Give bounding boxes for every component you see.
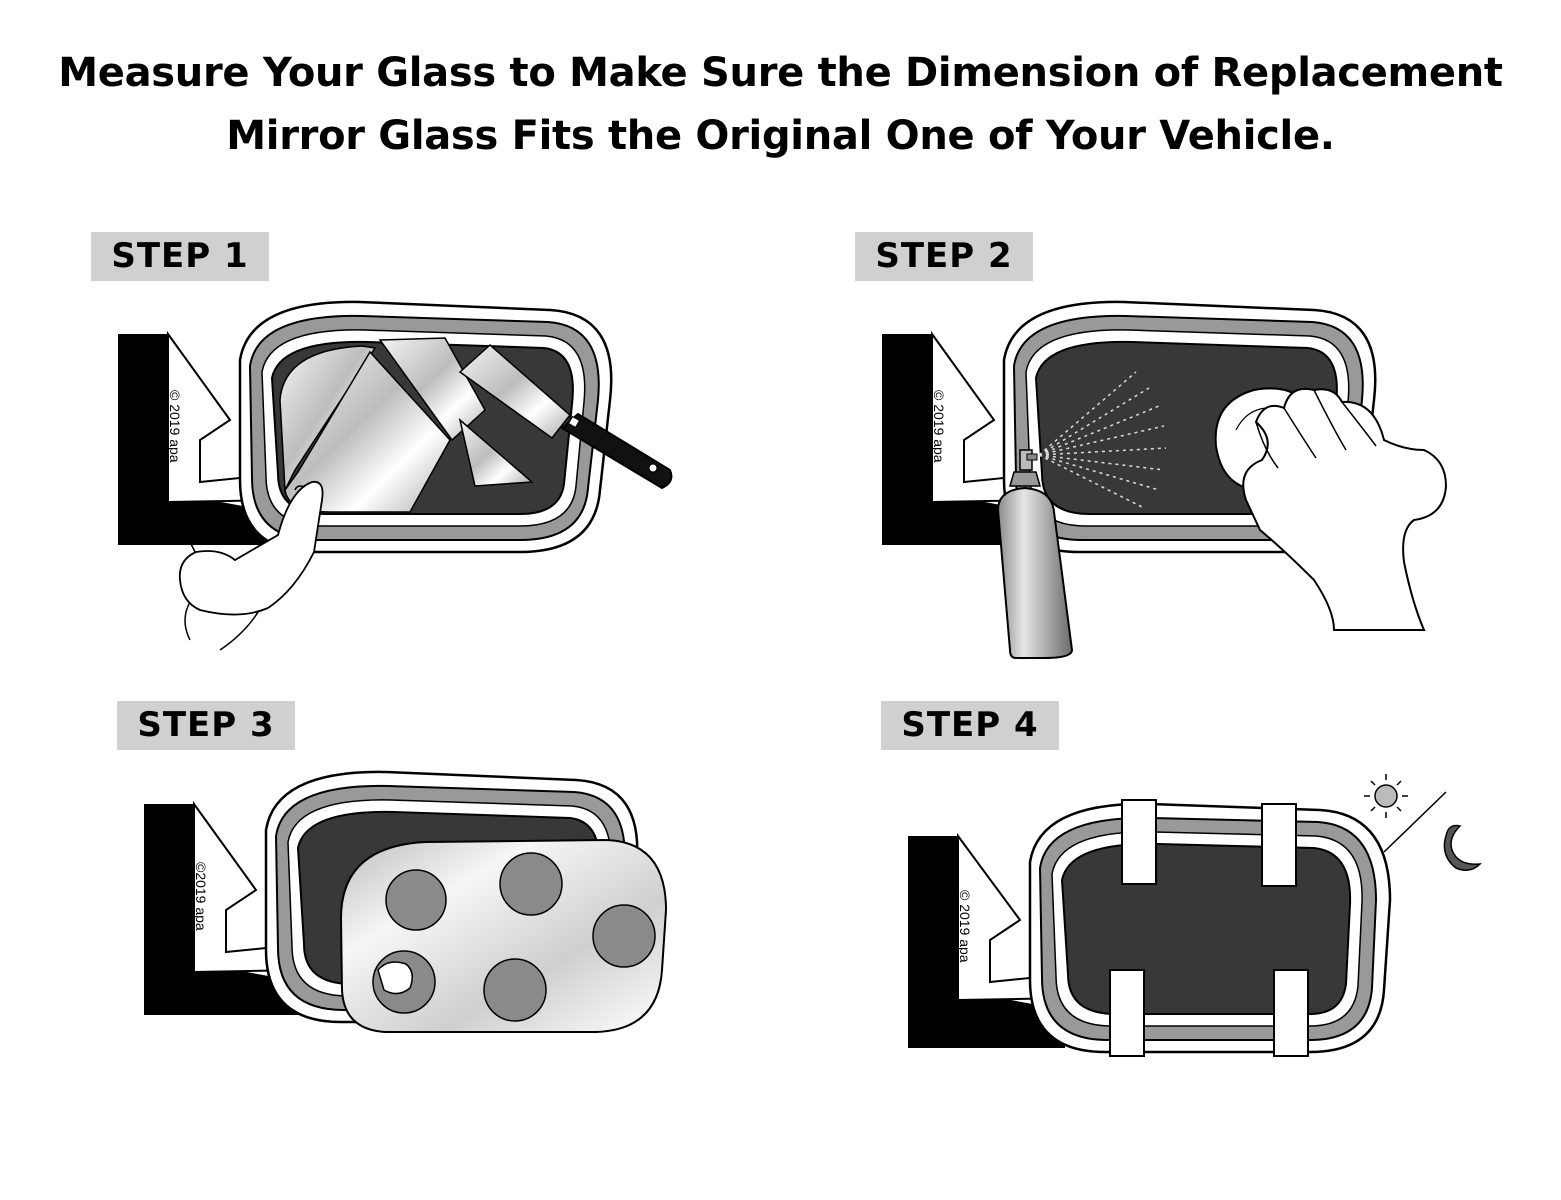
copyright-mark: © 2019 apa (931, 390, 947, 463)
step-1-label: STEP 1 (91, 232, 269, 281)
adhesive-pad (499, 852, 563, 916)
page-title: Measure Your Glass to Make Sure the Dime… (0, 42, 1561, 168)
hand-icon (1242, 387, 1448, 631)
door-mount (118, 334, 275, 545)
title-line-1: Measure Your Glass to Make Sure the Dime… (58, 50, 1503, 96)
spray-mist (1038, 371, 1167, 509)
svg-text:© 2019 apa: © 2019 apa (167, 390, 183, 463)
svg-text:©2019 apa: ©2019 apa (193, 862, 209, 931)
tape-strip (1109, 969, 1145, 1057)
adhesive-pad (483, 958, 547, 1022)
tape-strip (1273, 969, 1309, 1057)
spray-bottle-icon (996, 449, 1074, 659)
adhesive-pad (385, 869, 447, 931)
putty-knife-icon (458, 343, 673, 490)
sun-icon (1364, 774, 1408, 818)
moon-icon (1443, 824, 1482, 871)
copyright-mark: © 2019 apa (167, 390, 183, 463)
step-3-illustration: ©2019 apa (144, 770, 668, 1033)
svg-text:© 2019 apa: © 2019 apa (931, 390, 947, 463)
door-mount (882, 334, 1039, 545)
peeled-backing (377, 961, 413, 995)
replacement-glass (339, 838, 668, 1033)
tape-strip (1121, 799, 1157, 885)
step-3-label: STEP 3 (117, 701, 295, 750)
step-1-illustration: © 2019 apa (118, 300, 673, 651)
title-line-2: Mirror Glass Fits the Original One of Yo… (226, 113, 1335, 159)
step-4-label: STEP 4 (881, 701, 1059, 750)
step-2-label: STEP 2 (855, 232, 1033, 281)
copyright-mark: © 2019 apa (957, 890, 973, 963)
svg-text:© 2019 apa: © 2019 apa (957, 890, 973, 963)
glass-shard (458, 417, 534, 487)
glass-shard (378, 337, 486, 442)
step-2-illustration: © 2019 apa (882, 300, 1448, 659)
day-night-divider (1383, 791, 1447, 853)
hand-icon (178, 480, 324, 651)
door-mount (144, 804, 301, 1015)
step-4-illustration: © 2019 apa (908, 774, 1482, 1057)
tape-strip (1261, 803, 1297, 887)
door-mount (908, 836, 1065, 1048)
adhesive-pad (592, 904, 656, 968)
copyright-mark: ©2019 apa (193, 862, 209, 931)
